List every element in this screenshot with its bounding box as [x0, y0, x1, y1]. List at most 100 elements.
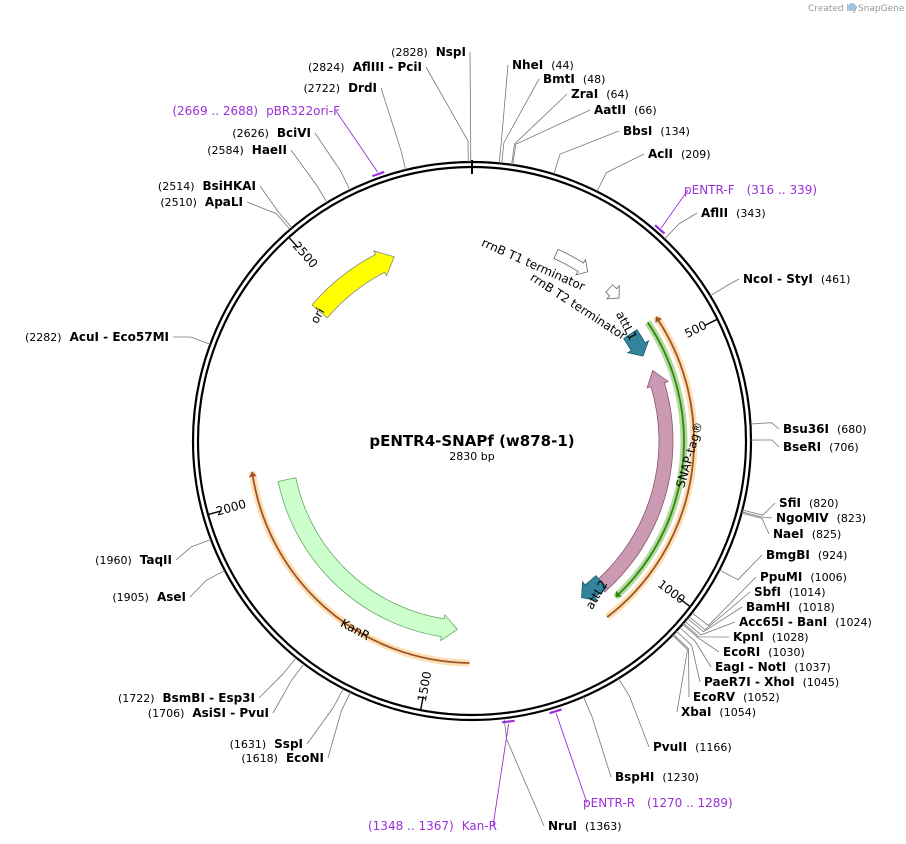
- feature-kanr[interactable]: [277, 477, 458, 642]
- feature-attl1[interactable]: [623, 329, 650, 357]
- enzyme-site-haeii[interactable]: HaeII(2584): [207, 143, 287, 157]
- plasmid-name: pENTR4-SNAPf (w878-1): [369, 432, 574, 450]
- enzyme-site-taqii[interactable]: TaqII(1960): [95, 553, 172, 567]
- orf-arcs: [248, 314, 698, 667]
- enzyme-site-naei[interactable]: NaeI(825): [773, 527, 841, 541]
- enzyme-name: NspI: [436, 45, 466, 59]
- enzyme-site-bbsi[interactable]: BbsI(134): [623, 124, 690, 138]
- primer-name: pBR322ori-F: [266, 104, 340, 118]
- enzyme-site-afliii-pcii[interactable]: AflIII - PciI(2824): [308, 60, 422, 74]
- enzyme-name: EagI - NotI: [715, 660, 786, 674]
- enzyme-leader: [683, 622, 730, 638]
- enzyme-position: (1631): [230, 738, 267, 751]
- enzyme-name: DrdI: [348, 81, 377, 95]
- enzyme-position: (66): [634, 104, 657, 117]
- enzyme-site-asisi-pvui[interactable]: AsiSI - PvuI(1706): [148, 706, 269, 720]
- enzyme-site-bsmbi-esp3i[interactable]: BsmBI - Esp3I (1722): [118, 691, 255, 705]
- enzyme-site-bmgbi[interactable]: BmgBI(924): [766, 548, 847, 562]
- enzyme-site-bsphi[interactable]: BspHI(1230): [615, 770, 699, 784]
- primer-leader: [335, 110, 379, 173]
- enzyme-site-nspi[interactable]: NspI(2828): [391, 45, 466, 59]
- enzyme-name: NcoI - StyI: [743, 272, 813, 286]
- enzyme-site-acc65i-bani[interactable]: Acc65I - BanI(1024): [739, 615, 872, 629]
- feature-ori[interactable]: [311, 250, 395, 319]
- enzyme-site-acli[interactable]: AclI(209): [648, 147, 711, 161]
- tick-label: 2500: [290, 239, 321, 271]
- enzyme-site-sspi[interactable]: SspI(1631): [230, 737, 303, 751]
- primer-leader: [492, 723, 510, 827]
- enzyme-leader: [327, 691, 351, 759]
- enzyme-site-paer7i-xhoi[interactable]: PaeR7I - XhoI(1045): [704, 675, 839, 689]
- primer-range: (2669 .. 2688): [172, 104, 258, 118]
- tick-label: 2000: [214, 497, 247, 519]
- enzyme-name: ZraI: [571, 87, 598, 101]
- enzyme-site-aatii[interactable]: AatII(66): [594, 103, 657, 117]
- enzyme-site-ecori[interactable]: EcoRI(1030): [723, 645, 805, 659]
- enzyme-name: NaeI: [773, 527, 804, 541]
- enzyme-site-bsu36i[interactable]: Bsu36I(680): [783, 422, 867, 436]
- primer-kan-r[interactable]: Kan-R(1348 .. 1367): [368, 819, 497, 833]
- feature-rrnb-t1-terminator[interactable]: [553, 248, 589, 276]
- enzyme-name: KpnI: [733, 630, 764, 644]
- enzyme-leader: [175, 539, 212, 561]
- enzyme-leader: [469, 51, 472, 163]
- enzyme-site-zrai[interactable]: ZraI(64): [571, 87, 629, 101]
- enzyme-site-nhei[interactable]: NheI(44): [512, 58, 574, 72]
- enzyme-site-pvuii[interactable]: PvuII(1166): [653, 740, 732, 754]
- enzyme-leader: [259, 185, 293, 229]
- enzyme-site-ecorv[interactable]: EcoRV(1052): [693, 690, 780, 704]
- credit-brand: SnapGene: [858, 4, 905, 14]
- enzyme-site-kpni[interactable]: KpnI(1028): [733, 630, 808, 644]
- enzyme-site-eagi-noti[interactable]: EagI - NotI(1037): [715, 660, 831, 674]
- enzyme-position: (1030): [768, 646, 805, 659]
- enzyme-name: BciVI: [277, 126, 311, 140]
- enzyme-leader: [511, 93, 568, 165]
- primer-pentr-f[interactable]: pENTR-F (316 .. 339): [684, 183, 817, 197]
- enzyme-site-ngomiv[interactable]: NgoMIV(823): [776, 511, 866, 525]
- enzyme-leader: [719, 554, 763, 581]
- enzyme-site-acui-eco57mi[interactable]: AcuI - Eco57MI(2282): [25, 330, 169, 344]
- primer-range: (1348 .. 1367): [368, 819, 454, 833]
- enzyme-site-aflii[interactable]: AflII(343): [701, 206, 766, 220]
- enzyme-site-ppumi[interactable]: PpuMI(1006): [760, 570, 847, 584]
- primer-pentr-r[interactable]: pENTR-R(1270 .. 1289): [583, 796, 733, 810]
- enzyme-leader: [684, 621, 736, 636]
- enzyme-site-bcivi[interactable]: BciVI(2626): [232, 126, 311, 140]
- enzyme-position: (1618): [241, 752, 278, 765]
- enzyme-name: EcoRV: [693, 690, 736, 704]
- enzyme-site-apali[interactable]: ApaLI(2510): [160, 195, 243, 209]
- primer-pbr322ori-f[interactable]: pBR322ori-F (2669 .. 2688): [172, 104, 340, 118]
- enzyme-site-econi[interactable]: EcoNI(1618): [241, 751, 324, 765]
- primer-range: (316 .. 339): [747, 183, 817, 197]
- enzyme-leader: [290, 149, 328, 203]
- enzyme-site-sbfi[interactable]: SbfI(1014): [754, 585, 826, 599]
- enzyme-name: BsmBI - Esp3I: [163, 691, 255, 705]
- enzyme-site-ncoi-styi[interactable]: NcoI - StyI(461): [743, 272, 850, 286]
- feature-rrnb-t2-terminator[interactable]: [605, 284, 620, 300]
- enzyme-site-asei[interactable]: AseI(1905): [112, 590, 186, 604]
- enzyme-site-bamhi[interactable]: BamHI(1018): [746, 600, 835, 614]
- enzyme-leader: [314, 132, 351, 191]
- enzyme-leader: [380, 87, 407, 171]
- enzyme-leader: [189, 570, 226, 598]
- enzyme-site-drdi[interactable]: DrdI(2722): [303, 81, 377, 95]
- enzyme-site-bseri[interactable]: BseRI(706): [783, 440, 859, 454]
- primer-name: pENTR-F: [684, 183, 735, 197]
- enzyme-leader: [687, 606, 743, 633]
- enzyme-site-sfii[interactable]: SfiI(820): [779, 496, 839, 510]
- enzyme-labels: NspI(2828)AflIII - PciI(2824) DrdI(2722) B…: [25, 45, 872, 833]
- enzyme-site-xbai[interactable]: XbaI(1054): [681, 705, 756, 719]
- enzyme-site-bmti[interactable]: BmtI(48): [543, 72, 605, 86]
- snapgene-logo-icon: [848, 3, 856, 11]
- enzyme-name: BspHI: [615, 770, 654, 784]
- feature-attl2[interactable]: [581, 575, 608, 602]
- enzyme-site-bsihkai[interactable]: BsiHKAI(2514): [158, 179, 256, 193]
- enzyme-position: (1722): [118, 692, 155, 705]
- enzyme-leader: [673, 633, 690, 698]
- enzyme-leader: [596, 153, 645, 192]
- enzyme-site-nrui[interactable]: NruI(1363): [548, 819, 622, 833]
- enzyme-leader: [172, 336, 211, 345]
- primer-bar-kan-r: [501, 719, 515, 724]
- tick-mark: [207, 510, 222, 516]
